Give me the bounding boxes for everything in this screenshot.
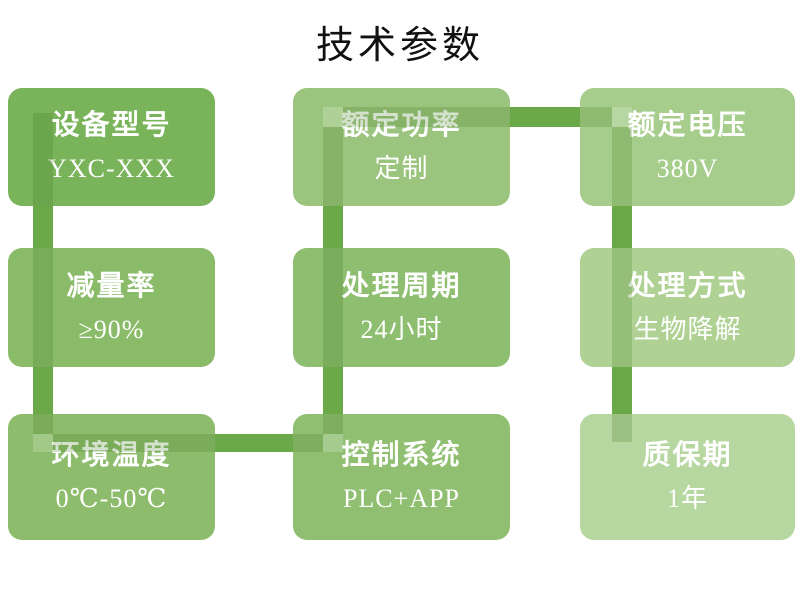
param-label: 环境温度 [51, 440, 172, 471]
param-box-processing-method: 处理方式 生物降解 [580, 248, 795, 367]
connector-elbow [323, 107, 343, 127]
connector-overlay [293, 434, 323, 452]
param-value: 24小时 [360, 314, 443, 344]
param-box-device-model: 设备型号 YXC-XXX [8, 88, 215, 206]
param-label: 处理周期 [341, 270, 462, 302]
connector-overlay [53, 434, 215, 452]
param-value: YXC-XXX [48, 154, 175, 183]
connector-overlay [323, 414, 343, 434]
connector-overlay [323, 127, 343, 206]
param-label: 额定电压 [627, 110, 748, 141]
param-label: 设备型号 [51, 110, 172, 141]
param-box-warranty: 质保期 1年 [580, 414, 795, 540]
param-box-reduction-rate: 减量率 ≥90% [8, 248, 215, 367]
param-value: 定制 [374, 154, 429, 183]
connector-overlay [612, 248, 632, 367]
connector-elbow [612, 107, 632, 127]
param-value: 380V [656, 154, 719, 183]
connector-segment [215, 434, 293, 452]
param-box-rated-voltage: 额定电压 380V [580, 88, 795, 206]
connector-segment [612, 367, 632, 414]
connector-overlay [612, 127, 632, 206]
connector-overlay [343, 107, 510, 127]
param-label: 额定功率 [341, 110, 462, 141]
connector-overlay [33, 248, 53, 367]
param-value: 生物降解 [633, 314, 742, 344]
connector-overlay [612, 414, 632, 442]
param-label: 控制系统 [341, 440, 462, 471]
param-box-rated-power: 额定功率 定制 [293, 88, 510, 206]
param-value: 0℃-50℃ [55, 484, 168, 513]
param-label: 减量率 [66, 270, 157, 302]
param-value: 1年 [666, 484, 708, 513]
param-box-control-system: 控制系统 PLC+APP [293, 414, 510, 540]
param-value: ≥90% [78, 314, 145, 344]
param-box-processing-cycle: 处理周期 24小时 [293, 248, 510, 367]
param-box-ambient-temperature: 环境温度 0℃-50℃ [8, 414, 215, 540]
param-value: PLC+APP [342, 484, 461, 513]
connector-segment [33, 367, 53, 414]
param-label: 质保期 [642, 440, 733, 471]
connector-overlay [580, 107, 612, 127]
connector-segment [323, 206, 343, 248]
param-label: 处理方式 [627, 270, 748, 302]
connector-overlay [33, 113, 53, 206]
connector-segment [510, 107, 580, 127]
connector-segment [33, 206, 53, 248]
slide-title: 技术参数 [315, 25, 484, 67]
connector-elbow [33, 434, 53, 452]
connector-segment [612, 206, 632, 248]
connector-overlay [323, 248, 343, 367]
connector-elbow [323, 434, 343, 452]
connector-overlay [33, 414, 53, 434]
connector-segment [323, 367, 343, 414]
